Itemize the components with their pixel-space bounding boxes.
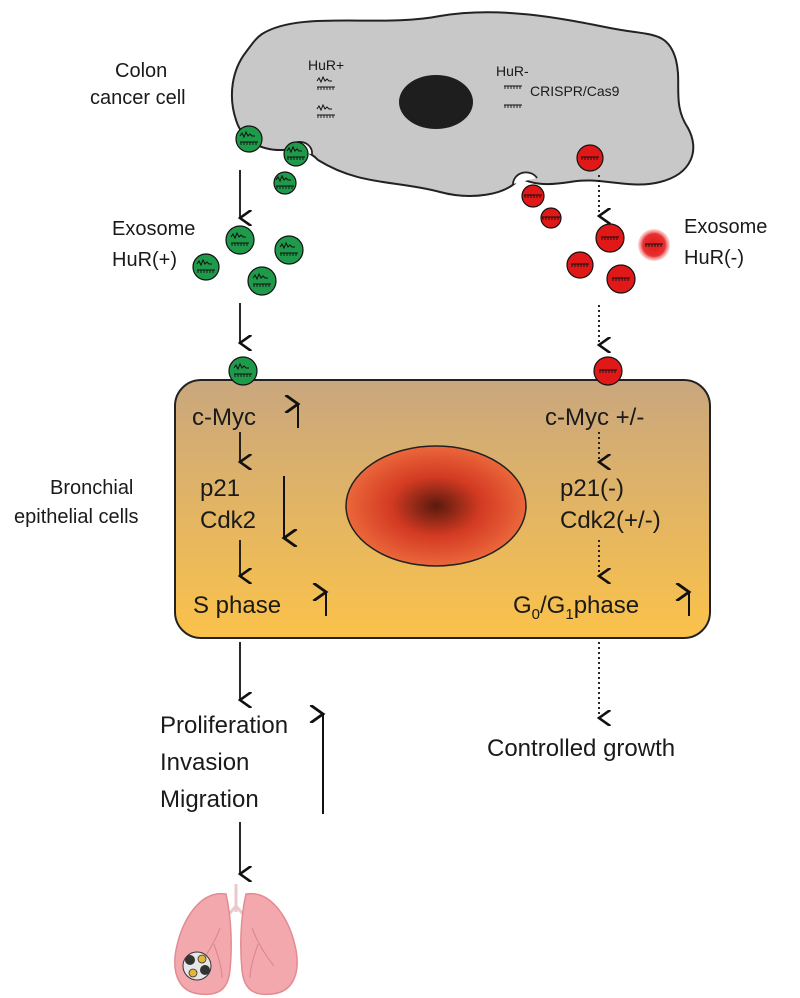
exosome-green <box>274 235 304 265</box>
cancer-cell-nucleus <box>399 75 473 129</box>
invasion-label: Invasion <box>160 749 249 776</box>
exosome-green-docking <box>228 356 258 386</box>
cdk2-left-label: Cdk2 <box>200 507 256 534</box>
colon-label-line2: cancer cell <box>90 87 186 109</box>
exosome-positive-label-line1: Exosome <box>112 218 195 240</box>
s-phase-label: S phase <box>193 592 281 619</box>
p21-left-label: p21 <box>200 475 240 502</box>
bronchial-label-line2: epithelial cells <box>14 506 139 528</box>
exosome-red <box>566 251 594 279</box>
exosome-green <box>192 253 220 281</box>
exosome-negative-label-line1: Exosome <box>684 216 767 238</box>
exosome-green <box>273 171 297 195</box>
cmyc-up-label: c-Myc <box>192 404 256 431</box>
exosome-red <box>606 264 636 294</box>
exosome-red <box>576 144 604 172</box>
exosome-green <box>283 141 309 167</box>
proliferation-label: Proliferation <box>160 712 288 739</box>
tumor-metastasis-icon <box>182 951 212 981</box>
cmyc-mixed-label: c-Myc +/- <box>545 404 644 431</box>
controlled-growth-label: Controlled growth <box>487 735 675 762</box>
exosome-green <box>247 266 277 296</box>
exosome-green <box>235 125 263 153</box>
bronchial-cell-nucleus <box>345 445 527 567</box>
bronchial-label-line1: Bronchial <box>50 477 133 499</box>
g0-g1-phase-label: G0/G1phase <box>513 592 639 623</box>
migration-label: Migration <box>160 786 259 813</box>
exosome-red <box>540 207 562 229</box>
colon-label-line1: Colon <box>115 60 167 82</box>
hur-positive-label: HuR+ <box>308 57 344 73</box>
cdk2-right-label: Cdk2(+/-) <box>560 507 661 534</box>
exosome-negative-label-line2: HuR(-) <box>684 247 744 269</box>
hur-negative-label: HuR- <box>496 63 529 79</box>
exosome-red <box>595 223 625 253</box>
crispr-label: CRISPR/Cas9 <box>530 83 620 99</box>
budding-notch-right <box>512 171 538 185</box>
p21-right-label: p21(-) <box>560 475 624 502</box>
exosome-red-glowing <box>638 229 670 261</box>
exosome-green <box>225 225 255 255</box>
exosome-red-docking <box>593 356 623 386</box>
exosome-red <box>521 184 545 208</box>
exosome-positive-label-line2: HuR(+) <box>112 249 177 271</box>
